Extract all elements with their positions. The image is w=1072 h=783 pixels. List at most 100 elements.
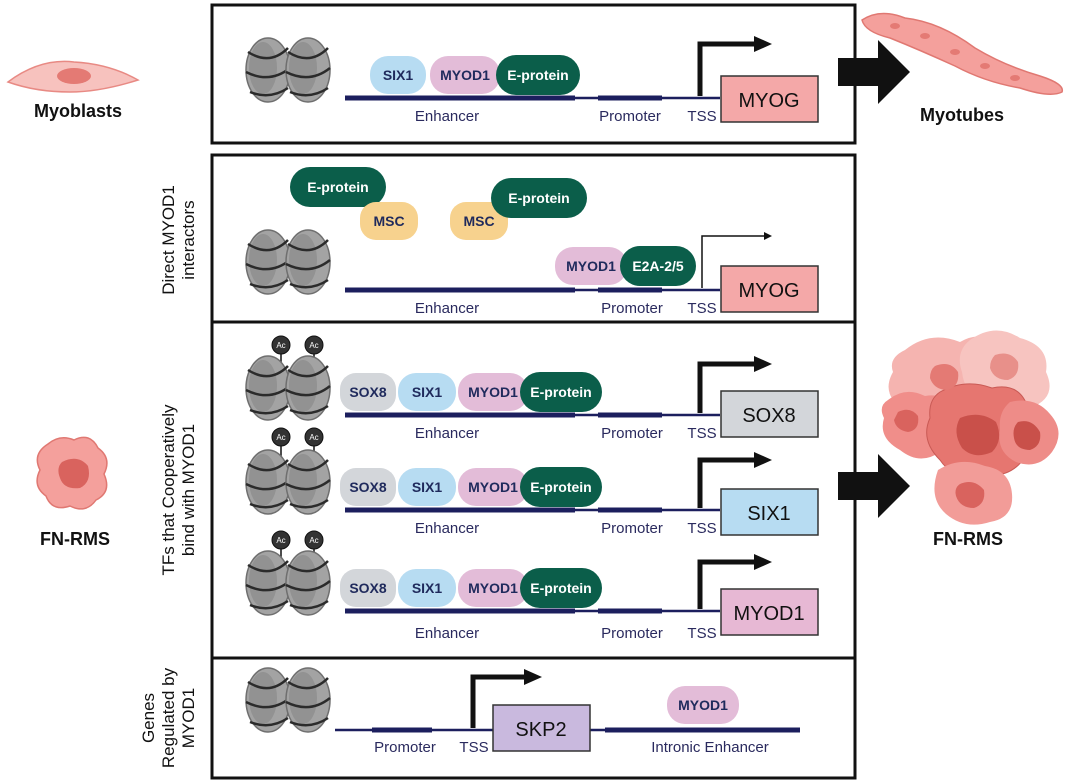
svg-text:Promoter: Promoter: [601, 300, 663, 317]
six1-factor: [398, 468, 456, 506]
svg-text:TSS: TSS: [687, 520, 716, 537]
svg-text:MYOD1: MYOD1: [566, 258, 616, 274]
svg-text:TFs that Cooperatively: TFs that Cooperatively: [159, 404, 178, 576]
svg-text:SIX1: SIX1: [412, 479, 443, 495]
myotube-cell: [861, 12, 1064, 95]
skp2-gene-box: [492, 704, 591, 752]
svg-text:MYOD1: MYOD1: [733, 603, 804, 625]
myod1-factor: [667, 686, 739, 724]
svg-text:Ac: Ac: [276, 341, 285, 350]
svg-text:MYOG: MYOG: [738, 280, 799, 302]
eprotein-factor: [520, 372, 602, 412]
svg-text:SIX1: SIX1: [412, 580, 443, 596]
tss-arrow-icon: [470, 674, 525, 728]
sox8-factor: [340, 569, 396, 607]
svg-text:E-protein: E-protein: [507, 67, 568, 83]
myoblasts-label: Myoblasts: [34, 101, 122, 121]
side-label-coop: TFs that Cooperatively bind with MYOD1: [159, 404, 198, 576]
coop-row-six1: Ac Ac SOX8 SIX1 MYOD1 E-protein Enhancer…: [246, 427, 819, 537]
svg-text:SIX1: SIX1: [383, 67, 414, 83]
svg-text:SOX8: SOX8: [742, 405, 795, 427]
svg-text:SOX8: SOX8: [349, 479, 387, 495]
svg-text:E-protein: E-protein: [530, 479, 591, 495]
tss-arrow-icon: [697, 361, 755, 413]
fnrms-left-label: FN-RMS: [40, 529, 110, 549]
svg-text:MYOD1: MYOD1: [678, 697, 728, 713]
svg-text:Promoter: Promoter: [601, 425, 663, 442]
svg-text:interactors: interactors: [179, 200, 198, 279]
svg-text:TSS: TSS: [687, 300, 716, 317]
svg-text:SIX1: SIX1: [412, 384, 443, 400]
svg-text:bind with MYOD1: bind with MYOD1: [179, 424, 198, 556]
svg-text:E-protein: E-protein: [530, 384, 591, 400]
myod1-factor: [458, 468, 528, 506]
svg-text:TSS: TSS: [687, 425, 716, 442]
arrow-to-fnrms-icon: [838, 454, 910, 518]
sox8-gene-box: [720, 390, 819, 438]
svg-text:Promoter: Promoter: [599, 108, 661, 125]
tss-arrow-icon: [697, 559, 755, 609]
svg-text:Ac: Ac: [309, 536, 318, 545]
svg-text:Promoter: Promoter: [374, 739, 436, 756]
svg-text:SOX8: SOX8: [349, 580, 387, 596]
svg-text:Enhancer: Enhancer: [415, 625, 479, 642]
svg-text:TSS: TSS: [687, 625, 716, 642]
six1-factor: [398, 569, 456, 607]
six1-factor: [370, 56, 426, 94]
myog-gene-box: [720, 265, 819, 313]
panel-genes-frame: [210, 656, 857, 780]
svg-text:MYOD1: MYOD1: [179, 688, 198, 748]
svg-text:SKP2: SKP2: [515, 719, 566, 741]
svg-text:Genes: Genes: [139, 693, 158, 743]
svg-text:Enhancer: Enhancer: [415, 520, 479, 537]
svg-text:SIX1: SIX1: [747, 503, 790, 525]
sox8-factor: [340, 373, 396, 411]
svg-text:MYOD1: MYOD1: [468, 580, 518, 596]
eprotein-factor: [520, 568, 602, 608]
svg-text:E2A-2/5: E2A-2/5: [632, 258, 684, 274]
myod1-factor: [458, 569, 528, 607]
coop-row-sox8: Ac Ac SOX8 SIX1 MYOD1 E-protein Enhancer…: [246, 335, 819, 442]
svg-text:Direct MYOD1: Direct MYOD1: [159, 185, 178, 295]
myod1-gene-box: [720, 588, 819, 636]
tss-arrow-icon: [701, 235, 765, 288]
myoblast-cell: [6, 60, 140, 93]
side-label-genes: Genes Regulated by MYOD1: [139, 667, 198, 768]
svg-text:Ac: Ac: [309, 341, 318, 350]
e2a-factor: [620, 246, 696, 286]
svg-text:Promoter: Promoter: [601, 520, 663, 537]
myog-gene-box: [720, 75, 819, 123]
svg-text:E-protein: E-protein: [508, 190, 569, 206]
svg-text:Promoter: Promoter: [601, 625, 663, 642]
myod1-factor: [430, 56, 500, 94]
svg-text:E-protein: E-protein: [530, 580, 591, 596]
fnrms-right-label: FN-RMS: [933, 529, 1003, 549]
eprotein-factor: [491, 178, 587, 218]
svg-text:TSS: TSS: [459, 739, 488, 756]
svg-text:Ac: Ac: [276, 433, 285, 442]
fnrms-left-cell: [36, 436, 108, 510]
panel-myoblast: SIX1 MYOD1 E-protein Enhancer Promoter T…: [246, 36, 819, 125]
svg-text:MYOD1: MYOD1: [468, 479, 518, 495]
svg-text:Regulated by: Regulated by: [159, 667, 178, 768]
myod1-factor: [458, 373, 528, 411]
tss-arrow-icon: [697, 457, 755, 508]
msc-factor: [360, 202, 418, 240]
svg-text:Enhancer: Enhancer: [415, 425, 479, 442]
coop-row-myod1: Ac Ac SOX8 SIX1 MYOD1 E-protein Enhancer…: [246, 530, 819, 642]
eprotein-factor: [290, 167, 386, 207]
panel-genes: Promoter TSS Intronic Enhancer SKP2 MYOD…: [246, 668, 800, 756]
svg-text:MSC: MSC: [373, 213, 404, 229]
eprotein-factor: [520, 467, 602, 507]
six1-factor: [398, 373, 456, 411]
svg-text:Ac: Ac: [276, 536, 285, 545]
svg-text:MYOG: MYOG: [738, 90, 799, 112]
myod1-factor: [555, 247, 627, 285]
tss-arrow-icon: [697, 41, 755, 96]
eprotein-factor: [496, 55, 580, 95]
svg-text:MSC: MSC: [463, 213, 494, 229]
svg-text:MYOD1: MYOD1: [440, 67, 490, 83]
svg-text:Enhancer: Enhancer: [415, 300, 479, 317]
panel-direct: E-protein MSC MSC E-protein MYOD1 E2A-2/…: [246, 167, 819, 317]
